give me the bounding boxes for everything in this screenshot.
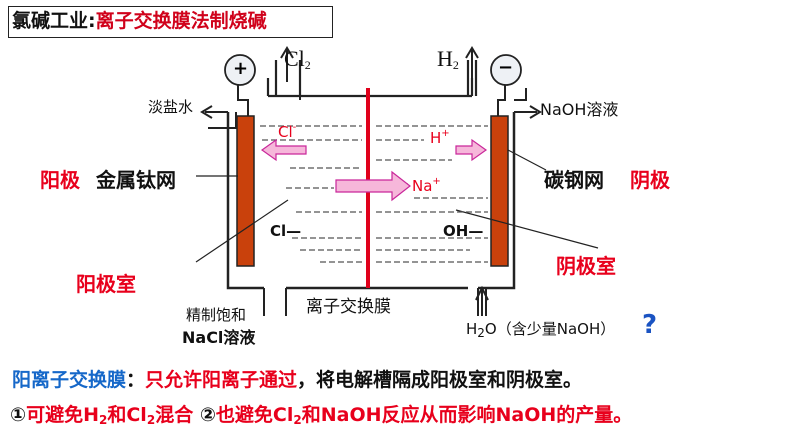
h-ion-arrow	[455, 138, 488, 162]
cathode-minus-sign: −	[498, 57, 514, 78]
line1-colon: ：	[126, 369, 146, 391]
cathode-terminal	[490, 54, 522, 86]
feed-label-line2: NaCl溶液	[182, 328, 256, 347]
h2-arrow	[465, 46, 479, 82]
anode-plus-sign: +	[233, 58, 249, 79]
point-two-text: 也避免Cl2和NaOH反应从而影响NaOH的产量。	[215, 404, 633, 427]
title-prefix: 氯碱工业	[12, 10, 89, 32]
anode-lead-wire	[237, 84, 249, 118]
water-inlet-pipe	[477, 288, 487, 316]
cathode-plate	[490, 115, 509, 267]
explanation-line2: ①可避免H2和Cl2混合 ②也避免Cl2和NaOH反应从而影响NaOH的产量。	[10, 400, 632, 427]
title-colon: :	[88, 10, 96, 32]
explanation-line1: 阳离子交换膜：只允许阳离子通过，将电解槽隔成阳极室和阴极室。	[12, 365, 582, 392]
anode-terminal	[224, 54, 256, 86]
na-ion-arrow	[335, 170, 411, 202]
membrane-label: 离子交换膜	[306, 297, 391, 317]
water-inlet-arrow	[475, 285, 489, 316]
membrane-property: 只允许阳离子通过	[145, 369, 298, 391]
point-one-number: ①	[10, 404, 27, 426]
cl-bottom-label: Cl—	[270, 222, 302, 240]
dilute-brine-label: 淡盐水	[148, 98, 194, 116]
anode-label: 阳极	[40, 168, 80, 192]
cathode-chamber-pointer	[455, 209, 599, 249]
cathode-label: 阴极	[630, 168, 670, 192]
carbon-steel-mesh-label: 碳钢网	[544, 168, 604, 192]
cell-right-wall	[478, 112, 516, 290]
brine-inlet-pipe	[263, 288, 287, 316]
membrane-term: 阳离子交换膜	[12, 369, 127, 391]
cell-left-wall	[226, 112, 264, 290]
question-mark: ?	[642, 310, 658, 340]
cathode-lead-wire	[497, 84, 506, 118]
point-two-number: ②	[199, 404, 216, 426]
naoh-outlet-pipe	[514, 88, 537, 113]
cl-ion-arrow	[260, 138, 307, 162]
cl2-label: Cl2	[284, 46, 311, 72]
point-one-text: 可避免H2和Cl2混合	[26, 404, 194, 427]
title-main: 离子交换膜法制烧碱	[95, 10, 267, 32]
brine-outlet-arrow	[200, 105, 213, 119]
h2-label: H2	[437, 46, 459, 72]
feed-label-line1: 精制饱和	[186, 306, 247, 324]
anode-plate	[236, 115, 255, 267]
oh-bottom-label: OH—	[443, 222, 484, 240]
cl2-arrow	[280, 46, 294, 82]
anode-solution-lines	[260, 125, 362, 263]
anode-chamber-pointer	[195, 199, 289, 263]
naoh-solution-label: NaOH溶液	[540, 100, 619, 119]
brine-inner-line	[208, 112, 237, 129]
na-ion-label: Na+	[412, 176, 441, 195]
carbon-mesh-pointer	[507, 149, 547, 171]
h-ion-label: H+	[430, 128, 450, 147]
h2-outlet-pipe	[466, 60, 478, 96]
titanium-mesh-label: 金属钛网	[96, 168, 176, 192]
page-title: 氯碱工业:离子交换膜法制烧碱	[8, 6, 333, 38]
cathode-chamber-label: 阴极室	[556, 254, 616, 278]
naoh-outlet-arrow	[529, 105, 542, 119]
cl-ion-label: Cl-	[278, 122, 297, 141]
anode-chamber-label: 阳极室	[76, 272, 136, 296]
water-inlet-label: H2O（含少量NaOH）	[466, 320, 616, 340]
membrane-function: ，将电解槽隔成阳极室和阴极室。	[297, 369, 583, 391]
